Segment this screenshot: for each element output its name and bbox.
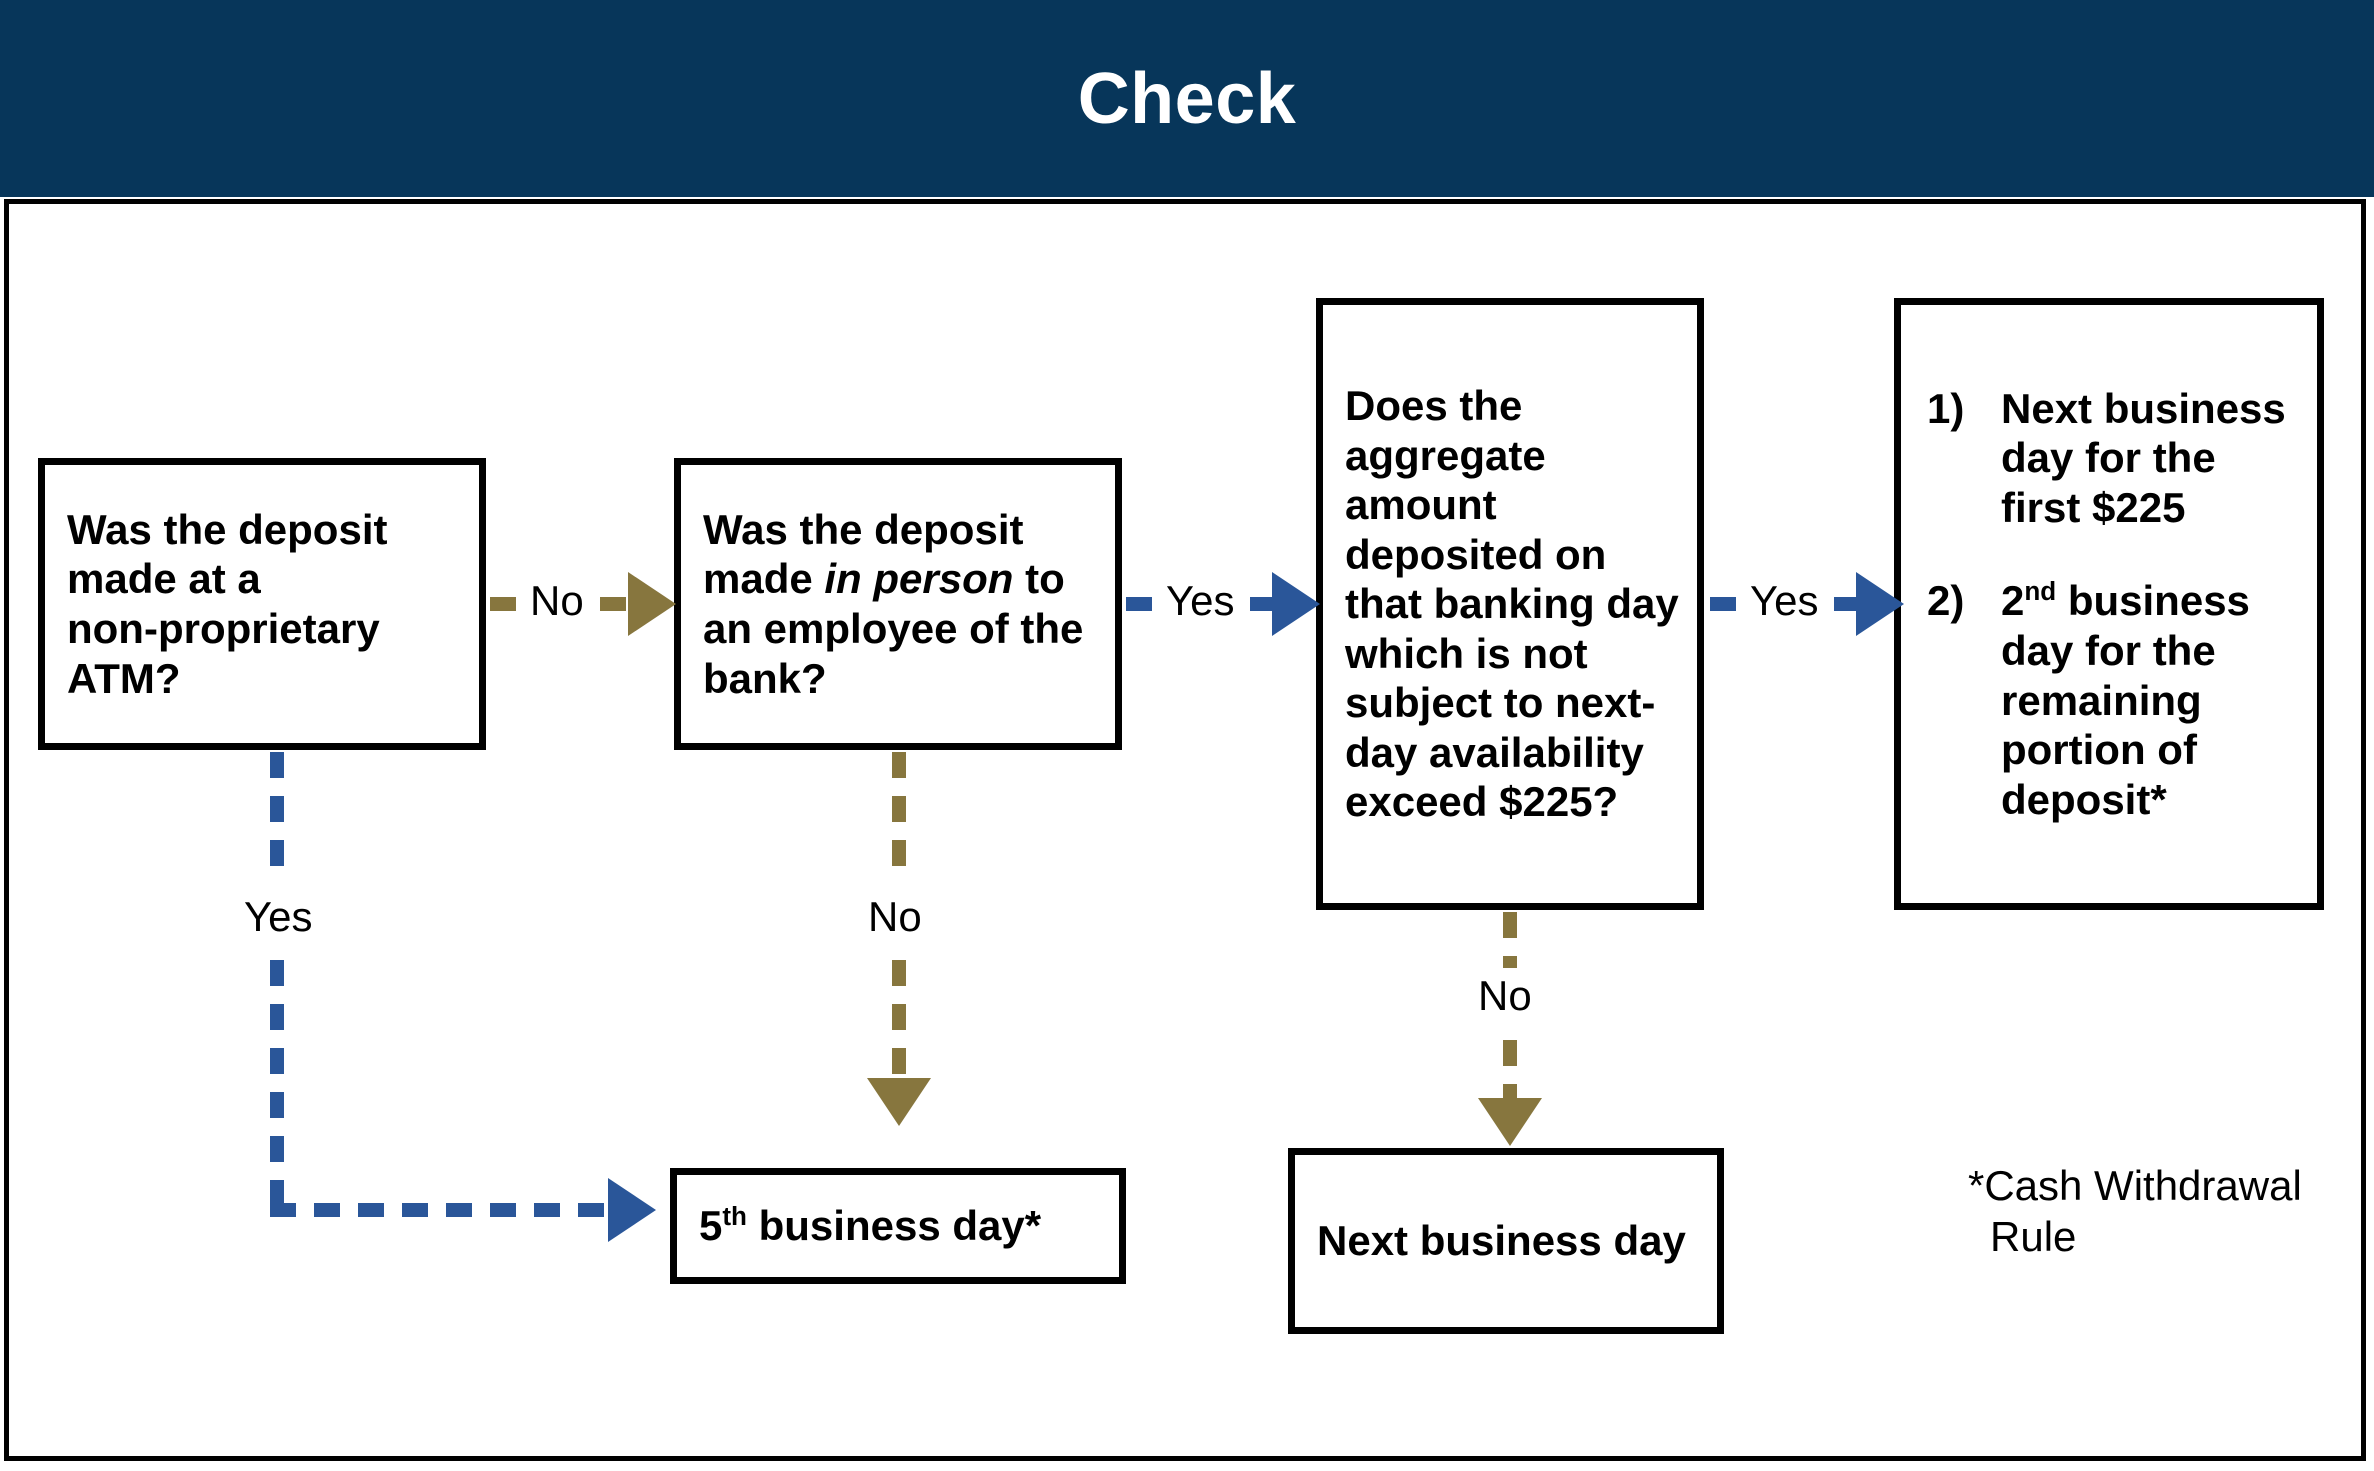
node-next-business-day[interactable]: Next business day	[1288, 1148, 1724, 1334]
result-item-text: Next business day for the first $225	[2001, 384, 2286, 531]
footnote-cash-withdrawal-rule: *Cash Withdrawal Rule	[1968, 1162, 2302, 1261]
arrowhead-aggregate-no	[1478, 1098, 1542, 1146]
node-aggregate-label: Does the aggregate amount deposited on t…	[1345, 382, 1679, 826]
ordinal-suffix: th	[722, 1201, 747, 1232]
list-item: 1) Next business day for the first $225	[1927, 384, 2301, 533]
edge-inperson-no-vertical-upper	[892, 752, 906, 882]
edge-label-atm-no: No	[530, 577, 584, 624]
node-fifth-business-day-label: 5th business day*	[699, 1201, 1042, 1250]
list-item: 2) 2nd business day for the remaining po…	[1927, 576, 2301, 824]
edge-inperson-no-vertical-lower	[892, 960, 906, 1080]
edge-label-aggregate-no: No	[1478, 972, 1532, 1019]
edge-atm-yes-vertical-upper	[270, 752, 284, 882]
ordinal-suffix: nd	[2024, 576, 2057, 607]
node-in-person-label: Was the deposit made in person to an emp…	[703, 505, 1084, 702]
header-bar: Check	[0, 0, 2374, 197]
edge-label-aggregate-yes: Yes	[1750, 577, 1819, 624]
node-does-aggregate-exceed-225[interactable]: Does the aggregate amount deposited on t…	[1316, 298, 1704, 910]
edge-atm-no-segment-2	[600, 597, 636, 611]
edge-label-inperson-yes: Yes	[1166, 577, 1235, 624]
edge-atm-yes-horizontal	[270, 1203, 628, 1217]
node-fifth-business-day[interactable]: 5th business day*	[670, 1168, 1126, 1284]
result-list: 1) Next business day for the first $225 …	[1901, 384, 2317, 824]
node-was-deposit-in-person-to-employee[interactable]: Was the deposit made in person to an emp…	[674, 458, 1122, 750]
arrowhead-atm-no	[628, 572, 676, 636]
node-availability-results[interactable]: 1) Next business day for the first $225 …	[1894, 298, 2324, 910]
result-item-number: 2)	[1927, 577, 1965, 625]
result-item-text: 2nd business day for the remaining porti…	[2001, 576, 2250, 823]
edge-atm-yes-vertical-lower	[270, 960, 284, 1210]
edge-label-inperson-no: No	[868, 893, 922, 940]
arrowhead-aggregate-yes	[1856, 572, 1904, 636]
edge-aggregate-yes-segment	[1710, 597, 1746, 611]
result-item-number: 1)	[1927, 384, 1965, 432]
page-title: Check	[1077, 58, 1297, 139]
arrowhead-atm-yes	[608, 1178, 656, 1242]
edge-inperson-yes-segment	[1126, 597, 1162, 611]
node-next-business-day-label: Next business day	[1317, 1217, 1686, 1265]
edge-aggregate-no-vertical-upper	[1503, 912, 1517, 968]
arrowhead-inperson-yes	[1272, 572, 1320, 636]
edge-label-atm-yes: Yes	[244, 893, 313, 940]
arrowhead-inperson-no	[867, 1078, 931, 1126]
edge-aggregate-no-vertical-lower	[1503, 1040, 1517, 1102]
edge-atm-no-segment	[490, 597, 526, 611]
